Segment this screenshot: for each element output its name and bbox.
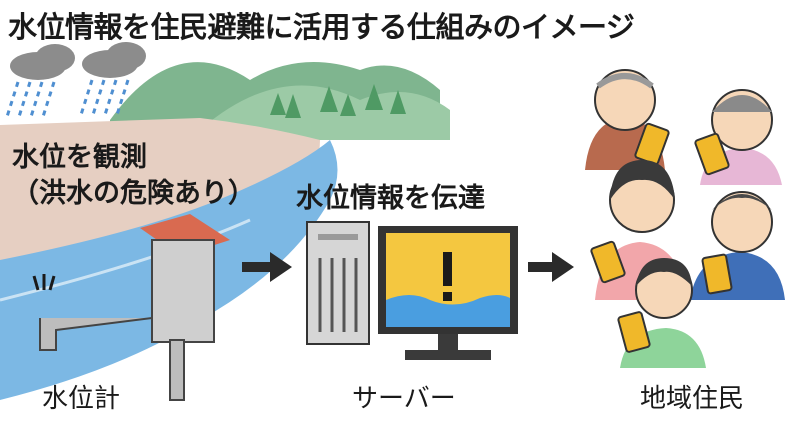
resident-man [690, 191, 785, 300]
arrow-gauge-to-server [242, 252, 292, 282]
server-label: サーバー [352, 384, 456, 414]
rain-cloud-icon [4, 42, 146, 121]
diagram-title: 水位情報を住民避難に活用する仕組みのイメージ [8, 10, 635, 44]
residents-group [585, 69, 785, 368]
observation-line-2: （洪水の危険あり） [12, 178, 255, 209]
gauge-label: 水位計 [42, 384, 121, 414]
transmission-caption: 水位情報を伝達 [296, 183, 485, 214]
residents-label: 地域住民 [640, 384, 745, 414]
trees [270, 84, 406, 118]
smartphone-icon [617, 311, 651, 353]
smartphone-icon [694, 132, 730, 176]
server-tower-icon [306, 221, 370, 345]
alert-monitor-icon [378, 226, 518, 360]
smartphone-icon [590, 240, 626, 284]
smartphone-icon [701, 253, 733, 295]
arrow-server-to-residents [528, 252, 574, 282]
water-gauge-icon [32, 214, 230, 401]
observation-line-1: 水位を観測 [12, 142, 147, 173]
observation-caption: 水位を観測 （洪水の危険あり） [12, 140, 255, 212]
